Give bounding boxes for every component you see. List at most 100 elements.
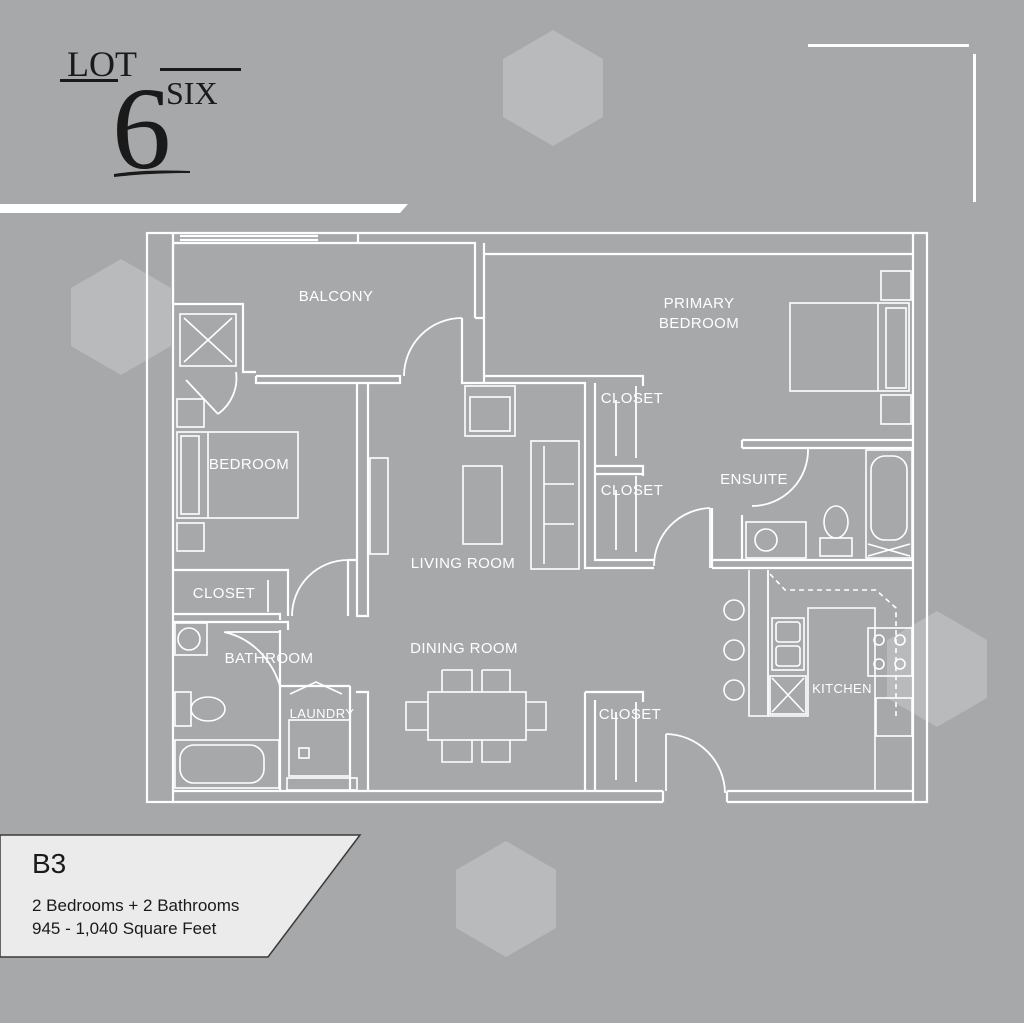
exterior-wall-right	[911, 231, 929, 804]
unit-code: B3	[32, 848, 67, 879]
label-closet-primary-top: CLOSET	[601, 390, 663, 407]
living-sofa	[530, 440, 580, 570]
kitchen-counter	[767, 570, 876, 790]
label-closet-primary-bottom: CLOSET	[601, 482, 663, 499]
hexagon-top	[503, 30, 603, 146]
label-laundry: LAUNDRY	[290, 706, 355, 721]
logo-swash	[114, 170, 190, 177]
unit-info-card	[0, 834, 362, 958]
stove-burner-2	[894, 634, 906, 646]
shower-door	[185, 371, 238, 415]
label-kitchen: KITCHEN	[812, 681, 872, 696]
ensuite-tub-cross	[867, 543, 911, 557]
bedroom-bed	[176, 431, 299, 519]
label-bedroom: BEDROOM	[209, 456, 289, 473]
label-ensuite: ENSUITE	[720, 471, 788, 488]
living-tv	[369, 457, 389, 555]
bar-stool-2	[723, 639, 745, 661]
logo-word-top: LOT	[67, 44, 137, 84]
primary-wall-lower	[484, 374, 654, 570]
kitchen-sink-basin-1	[775, 621, 801, 643]
bedroom-door	[291, 559, 349, 617]
hexagon-left	[71, 259, 171, 375]
balcony-rail	[171, 233, 486, 385]
fixtures	[174, 270, 913, 791]
bathroom-tub	[174, 739, 280, 789]
ensuite-tub-basin	[870, 455, 908, 541]
living-bedroom-wall	[346, 383, 370, 618]
laundry-floor-strip	[286, 777, 358, 791]
laundry-vent	[289, 681, 343, 695]
header-frame	[0, 44, 976, 213]
label-balcony: BALCONY	[299, 288, 374, 305]
stove-burner-1	[873, 634, 885, 646]
ensuite-wall	[710, 438, 913, 570]
bar-stool-1	[723, 599, 745, 621]
kitchen-fridge	[875, 697, 913, 737]
bar-stool-3	[723, 679, 745, 701]
kitchen-dishwasher-cross	[771, 677, 805, 713]
label-closet-bedroom: CLOSET	[193, 585, 255, 602]
walls	[145, 231, 929, 804]
doors	[185, 317, 809, 794]
bedroom-nightstand-top	[176, 398, 205, 428]
unit-card-shape	[0, 834, 362, 958]
ensuite-vanity	[745, 521, 807, 559]
primary-nightstand-bottom	[880, 394, 912, 425]
primary-door	[653, 507, 711, 568]
kitchen-upper-dashed	[769, 573, 897, 720]
room-labels: BALCONY PRIMARY BEDROOM CLOSET CLOSET EN…	[193, 288, 872, 723]
kitchen-sink-basin-2	[775, 645, 801, 667]
bathroom-sink	[177, 627, 201, 651]
bathroom-toilet	[190, 696, 226, 722]
laundry-machines	[288, 719, 351, 777]
lot-six-logo: LOT 6 SIX	[60, 44, 241, 194]
primary-nightstand-top	[880, 270, 912, 301]
bedroom-closet-wall	[173, 568, 290, 630]
label-closet-entry: CLOSET	[599, 706, 661, 723]
hexagon-bottom	[456, 841, 556, 957]
bathroom-toilet-tank	[174, 691, 192, 727]
bathroom-door	[223, 631, 281, 687]
logo-rule-left	[60, 79, 118, 82]
ensuite-tub	[865, 449, 913, 559]
dining-chairs	[405, 669, 547, 763]
coffee-table	[462, 465, 503, 545]
label-primary-bedroom-2: BEDROOM	[659, 315, 739, 332]
shower-drain-cross	[183, 317, 233, 363]
kitchen-double-sink	[771, 617, 805, 671]
primary-bed	[789, 302, 910, 392]
stove-burner-3	[873, 658, 885, 670]
label-dining-room: DINING ROOM	[410, 640, 518, 657]
ensuite-door	[751, 447, 809, 507]
ensuite-toilet	[823, 505, 849, 539]
closet-bifold-doors	[267, 386, 637, 782]
corner-bracket-side	[973, 54, 976, 202]
kitchen-stove	[867, 627, 913, 677]
logo-rule-right	[160, 68, 241, 71]
living-armchair	[464, 385, 516, 437]
label-living-room: LIVING ROOM	[411, 555, 515, 572]
living-armchair-seat	[469, 396, 511, 432]
bedroom-bed-headboard	[180, 435, 200, 515]
balcony-door	[403, 317, 463, 377]
dining-table	[427, 691, 527, 741]
ensuite-toilet-tank	[819, 537, 853, 557]
shower-stall	[179, 313, 237, 367]
header-rule	[0, 204, 408, 213]
laundry-control	[298, 747, 310, 759]
stove-burner-4	[894, 658, 906, 670]
living-sofa-cushions	[543, 446, 574, 564]
exterior-wall-left	[145, 231, 175, 804]
unit-bedrooms-bathrooms: 2 Bedrooms + 2 Bathrooms	[32, 896, 240, 915]
kitchen-island	[748, 570, 769, 717]
unit-square-feet: 945 - 1,040 Square Feet	[32, 919, 217, 938]
ensuite-sink	[754, 528, 778, 552]
bedroom-nightstand-bottom	[176, 522, 205, 552]
exterior-wall-bottom	[173, 789, 913, 804]
balcony-glass	[180, 234, 318, 242]
primary-closet-dividers	[595, 464, 645, 476]
entry-closet-wall	[583, 690, 645, 790]
corner-bracket-top	[808, 44, 969, 47]
